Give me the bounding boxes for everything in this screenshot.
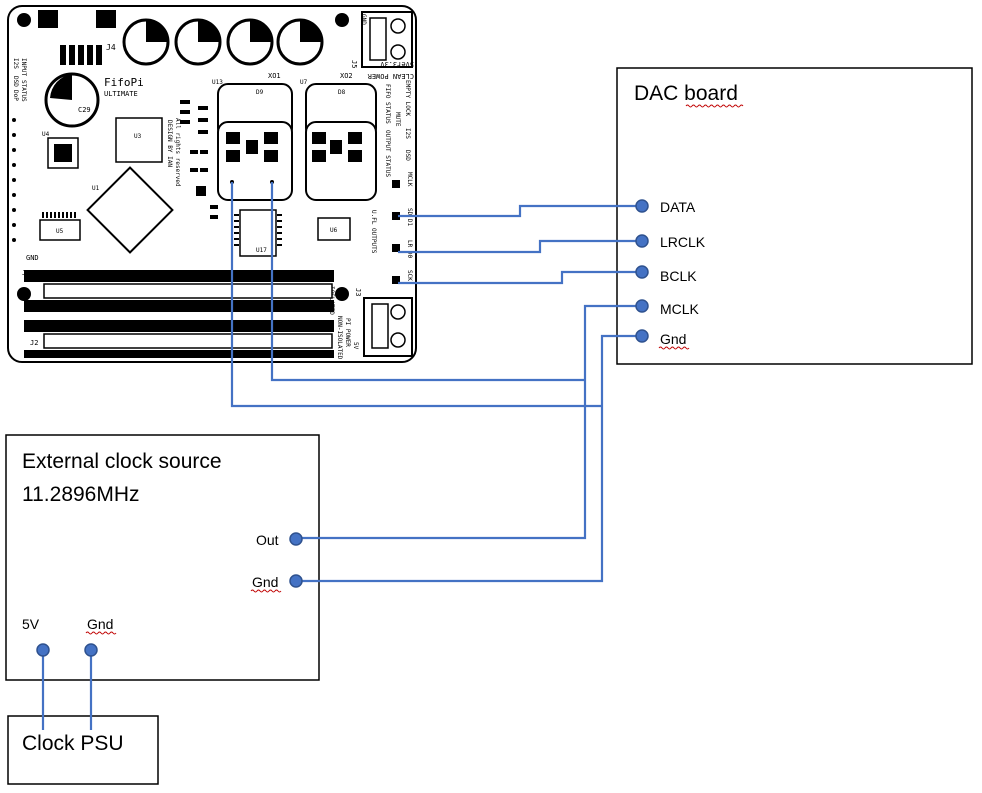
label-u4: U4 — [42, 131, 50, 138]
label-u1: U1 — [92, 185, 100, 192]
pin-out — [289, 532, 303, 546]
label-xo1: XO1 — [268, 72, 281, 80]
label-output-status: OUTPUT STATUS — [384, 130, 391, 177]
pin-data — [635, 199, 649, 213]
label-u6: U6 — [330, 227, 338, 234]
pin-label-psu-gnd: Gnd — [87, 616, 113, 632]
label-u17: U17 — [256, 247, 267, 254]
wire-lrclk — [398, 239, 642, 254]
label-j5: J5 — [350, 60, 358, 68]
label-lr-d0: LR D0 — [406, 240, 413, 258]
pin-5v — [36, 643, 50, 657]
clock-source-title: External clock source — [22, 450, 222, 473]
pin-label-5v: 5V — [22, 616, 40, 632]
label-gnd-top: GND — [360, 14, 367, 25]
capacitor-row — [122, 18, 324, 66]
clock-psu-title: Clock PSU — [22, 732, 124, 755]
pin-bclk — [635, 265, 649, 279]
label-status-left: STATUS — [20, 80, 27, 102]
wire-bclk — [398, 270, 642, 285]
wire-board-mclk — [270, 182, 585, 382]
board-name: FifoPi — [104, 76, 144, 89]
pin-label-out: Out — [256, 532, 279, 548]
wire-data — [398, 204, 642, 218]
dac-board: DAC board — [616, 67, 973, 365]
wire-board-gnd — [230, 182, 602, 408]
label-ver: 5Ver3.3V — [379, 60, 414, 68]
spell-squiggle-gnd — [658, 346, 690, 350]
board-edition: ULTIMATE — [104, 90, 138, 98]
clock-source: External clock source 11.2896MHz — [5, 434, 320, 681]
pin-label-bclk: BCLK — [660, 268, 697, 284]
gpio-header — [24, 270, 334, 358]
design-rights: All rights reserved — [174, 118, 181, 187]
clock-source-frequency: 11.2896MHz — [22, 483, 140, 506]
label-u13: U13 — [212, 79, 223, 86]
label-dop-left: DoP — [12, 90, 19, 101]
wire-mclk — [296, 304, 642, 540]
label-xo2: XO2 — [340, 72, 353, 80]
dac-board-title: DAC board — [634, 82, 738, 105]
pin-label-mclk: MCLK — [660, 301, 700, 317]
pin-clock-gnd — [289, 574, 303, 588]
label-dsd-left: DSD — [12, 76, 19, 87]
label-5v-board: 5V — [352, 342, 359, 350]
label-mclk-board: MCLK — [406, 172, 413, 187]
wire-gnd — [296, 334, 642, 583]
label-pi-power: PI POWER — [344, 318, 351, 347]
label-j4: J4 — [106, 43, 116, 52]
label-fifo-status: FIFO STATUS — [384, 84, 391, 124]
label-sd-d1: SD D1 — [406, 208, 413, 226]
pin-psu-gnd — [84, 643, 98, 657]
label-d9: D9 — [256, 89, 264, 96]
label-mute: MUTE — [394, 112, 401, 127]
wires — [41, 182, 642, 730]
label-uf-outputs: U.FL OUTPUTS — [370, 210, 377, 254]
spell-squiggle-board — [685, 104, 744, 108]
label-non-isolated: NON-ISOLATED — [336, 316, 343, 360]
pin-label-clock-gnd: Gnd — [252, 574, 278, 590]
label-u3: U3 — [134, 133, 142, 140]
fifopi-board: J4 J5 XO2 XO1 5Ver3.3V CLEAN POWER GND I… — [7, 5, 417, 363]
pin-label-data: DATA — [660, 199, 696, 215]
pin-mclk — [635, 299, 649, 313]
spell-squiggle-psu-gnd — [85, 631, 117, 635]
label-j3: J3 — [354, 288, 362, 296]
label-sck: SCK — [406, 270, 413, 281]
label-j7: J7 — [30, 306, 38, 314]
pin-gnd — [635, 329, 649, 343]
spell-squiggle-clock-gnd — [250, 589, 282, 593]
label-c29: C29 — [78, 106, 91, 114]
clock-pins: Out Gnd 5V Gnd — [22, 532, 303, 657]
label-dsd: DSD — [404, 150, 411, 161]
label-i2s-left: I2S — [12, 58, 19, 69]
pin-lrclk — [635, 234, 649, 248]
pin-label-gnd: Gnd — [660, 331, 686, 347]
clock-psu: Clock PSU — [7, 715, 159, 785]
label-u7: U7 — [300, 79, 308, 86]
label-u5: U5 — [56, 228, 64, 235]
label-clean-power: CLEAN POWER — [367, 72, 414, 80]
label-input-left: INPUT — [20, 58, 27, 76]
label-j2: J2 — [30, 339, 38, 347]
dac-pins: DATA LRCLK BCLK MCLK Gnd — [635, 199, 706, 350]
label-gnd-left: GND — [26, 254, 39, 262]
label-empty-lock: EMPTY LOCK — [404, 80, 411, 117]
label-i2s: I2S — [404, 128, 411, 139]
label-d8: D8 — [338, 89, 346, 96]
design-credit: DESIGN BY IAN — [166, 120, 173, 167]
pin-label-lrclk: LRCLK — [660, 234, 706, 250]
